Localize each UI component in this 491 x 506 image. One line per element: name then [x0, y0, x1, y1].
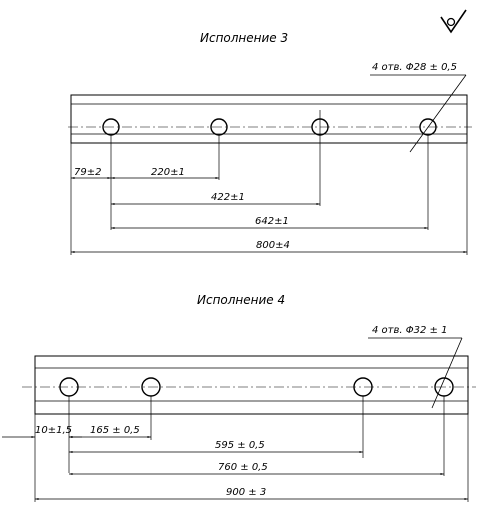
variant-3-hole-note: 4 отв. Φ28 ± 0,5: [372, 62, 457, 73]
variant-3-dim-422: 422±1: [211, 192, 245, 203]
variant-4-hole-note: 4 отв. Φ32 ± 1: [372, 325, 447, 336]
variant-3-bar: [70, 94, 468, 144]
variant-4-dim-165: 165 ± 0,5: [90, 425, 140, 436]
variant-4-leader-line: [431, 337, 463, 409]
check-roughness-icon: [440, 9, 467, 34]
variant-3-leader-line: [409, 74, 467, 153]
variant-3-dim-642: 642±1: [255, 216, 289, 227]
variant-4-dim-10: 10±1,5: [35, 425, 72, 436]
variant-4-bar: [34, 355, 469, 415]
variant-4-dim-900: 900 ± 3: [226, 487, 266, 498]
variant-3-drawing: Исполнение 3 4 отв. Φ28 ± 0,5: [68, 31, 472, 255]
variant-3-title: Исполнение 3: [200, 31, 288, 45]
variant-3-dim-220: 220±1: [151, 167, 185, 178]
variant-3-dim-800: 800±4: [256, 240, 290, 251]
variant-3-extension-lines: [70, 110, 468, 255]
variant-3-dim-79: 79±2: [74, 167, 101, 178]
variant-4-extension-lines: [34, 396, 469, 502]
variant-4-drawing: Исполнение 4 4 отв. Φ32 ± 1: [2, 293, 476, 502]
variant-4-dim-760: 760 ± 0,5: [218, 462, 268, 473]
variant-4-dim-595: 595 ± 0,5: [215, 440, 265, 451]
variant-4-title: Исполнение 4: [197, 293, 285, 307]
